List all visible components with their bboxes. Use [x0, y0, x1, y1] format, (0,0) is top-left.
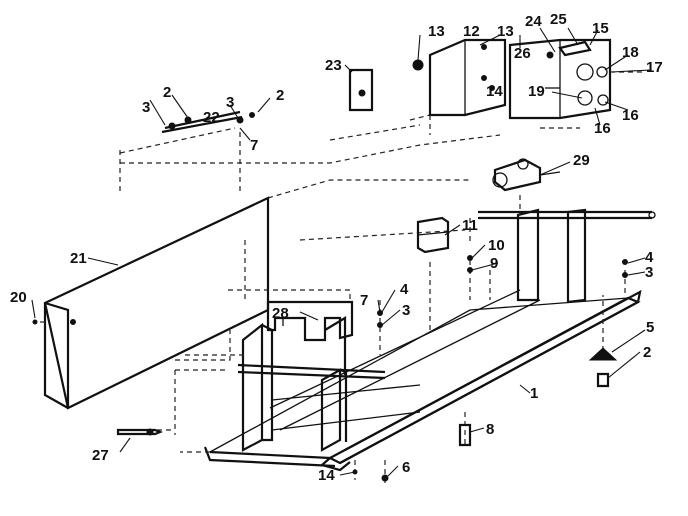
callout-4: 4: [400, 281, 409, 298]
callout-9: 9: [490, 255, 498, 272]
callout-14: 14: [486, 83, 503, 100]
callout-15: 15: [592, 20, 609, 37]
callout-13: 13: [497, 23, 514, 40]
callout-26: 26: [514, 45, 531, 62]
clamp-part: [416, 216, 450, 254]
callout-4: 4: [645, 249, 654, 266]
callout-3: 3: [645, 264, 653, 281]
callout-19: 19: [528, 83, 545, 100]
callout-11: 11: [462, 217, 478, 234]
callout-2: 2: [163, 84, 171, 101]
callout-3: 3: [226, 94, 234, 111]
motor-part: [492, 158, 561, 192]
leader-lines: [31, 27, 651, 477]
control-housing: [348, 38, 612, 120]
callout-1: 1: [530, 385, 538, 402]
callout-24: 24: [525, 13, 542, 30]
callout-6: 6: [402, 459, 410, 476]
side-rail-part: [319, 289, 642, 472]
callout-21: 21: [70, 250, 87, 267]
callout-12: 12: [463, 23, 480, 40]
callout-2: 2: [643, 344, 651, 361]
callout-27: 27: [92, 447, 109, 464]
base-frame: [180, 289, 629, 468]
callout-2: 2: [276, 87, 284, 104]
callout-17: 17: [646, 59, 663, 76]
callout-18: 18: [622, 44, 639, 61]
fasteners: [32, 255, 628, 482]
callout-7: 7: [250, 137, 258, 154]
cross-bars: [237, 210, 656, 431]
callout-29: 29: [573, 152, 590, 169]
callout-3: 3: [142, 99, 150, 116]
top-rail-part: [161, 110, 255, 134]
callout-10: 10: [488, 237, 505, 254]
callout-3: 3: [402, 302, 410, 319]
bracket-part: [266, 300, 354, 342]
callout-23: 23: [325, 57, 342, 74]
callout-25: 25: [550, 11, 567, 28]
callout-22: 22: [203, 109, 220, 126]
callout-5: 5: [646, 319, 654, 336]
callout-16: 16: [622, 107, 639, 124]
callout-20: 20: [10, 289, 27, 306]
callout-16: 16: [594, 120, 611, 137]
callout-labels: 1 2 2 2 3 3 3 3 4 4 5 6 7 7 8 9 10 11 12…: [10, 11, 663, 484]
callout-28: 28: [272, 305, 289, 322]
callout-13: 13: [428, 23, 445, 40]
callout-8: 8: [486, 421, 494, 438]
assembly-guide-lines: [40, 70, 645, 485]
side-panel-part: [43, 196, 270, 410]
callout-7: 7: [360, 292, 368, 309]
callout-14: 14: [318, 467, 335, 484]
